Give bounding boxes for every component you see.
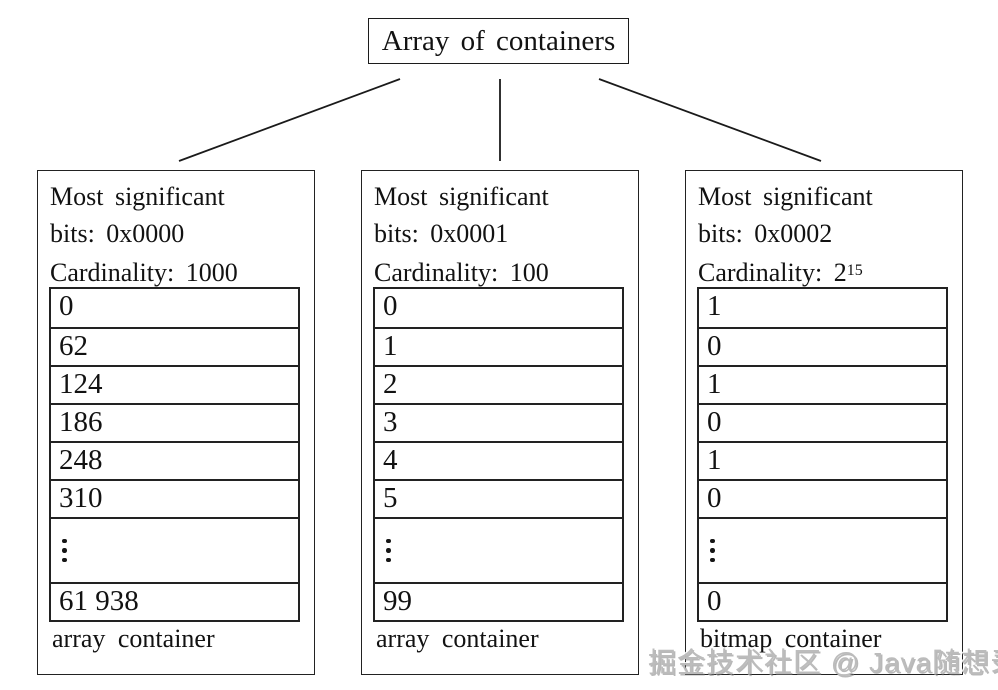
container-row: 0 — [699, 403, 946, 441]
container-row: 99 — [375, 582, 622, 620]
container-row: 0 — [699, 327, 946, 365]
container-row: 0 — [383, 290, 398, 322]
container-row — [375, 517, 622, 582]
container-row: 62 — [51, 327, 298, 365]
array-of-containers-box: Array of containers — [368, 18, 629, 64]
container-header: Most significant bits: 0x0000 Cardinalit… — [38, 171, 314, 291]
header-line-1: Most significant — [698, 182, 873, 211]
container-row: 1 — [707, 290, 722, 322]
ellipsis-dot — [710, 557, 715, 563]
header-line-2: bits: 0x0000 — [50, 219, 185, 248]
ellipsis-dot — [386, 538, 391, 544]
container-header: Most significant bits: 0x0001 Cardinalit… — [362, 171, 638, 291]
ellipsis-dot — [386, 548, 391, 553]
container-0x0001: Most significant bits: 0x0001 Cardinalit… — [361, 170, 639, 675]
vertical-ellipsis — [707, 538, 715, 563]
header-line-1: Most significant — [374, 182, 549, 211]
connector-left — [178, 78, 401, 162]
container-row: 0 — [699, 479, 946, 517]
ellipsis-dot — [386, 557, 391, 563]
header-line-2: bits: 0x0002 — [698, 219, 833, 248]
container-row: 248 — [51, 441, 298, 479]
container-type-label: array container — [52, 624, 215, 653]
container-0x0000: Most significant bits: 0x0000 Cardinalit… — [37, 170, 315, 675]
ellipsis-dot — [62, 557, 67, 563]
watermark-text: 掘金技术社区 @ Java随想录 — [648, 647, 998, 678]
container-row: 124 — [51, 365, 298, 403]
ellipsis-dot — [710, 548, 715, 553]
container-row: 186 — [51, 403, 298, 441]
cardinality-text: Cardinality: 1000 — [50, 258, 238, 287]
cardinality-line: Cardinality: 100 — [374, 252, 628, 291]
header-line-2: bits: 0x0001 — [374, 219, 509, 248]
container-row — [699, 517, 946, 582]
vertical-ellipsis — [383, 538, 391, 563]
cardinality-text: Cardinality: 100 — [374, 258, 549, 287]
array-of-containers-label: Array of containers — [381, 24, 616, 57]
cardinality-line: Cardinality: 1000 — [50, 252, 304, 291]
container-type-label: array container — [376, 624, 539, 653]
ellipsis-dot — [62, 538, 67, 544]
container-header: Most significant bits: 0x0002 Cardinalit… — [686, 171, 962, 291]
cardinality-text: Cardinality: 2 — [698, 258, 847, 287]
container-row: 61 938 — [51, 582, 298, 620]
vertical-ellipsis — [59, 538, 67, 563]
container-row: 5 — [375, 479, 622, 517]
container-row: 2 — [375, 365, 622, 403]
container-row: 4 — [375, 441, 622, 479]
cardinality-exponent: 15 — [846, 262, 863, 279]
container-row: 1 — [699, 365, 946, 403]
container-0x0002: Most significant bits: 0x0002 Cardinalit… — [685, 170, 963, 675]
container-row: 3 — [375, 403, 622, 441]
ellipsis-dot — [710, 538, 715, 544]
header-line-1: Most significant — [50, 182, 225, 211]
container-row — [51, 517, 298, 582]
container-row: 1 — [699, 441, 946, 479]
cardinality-line: Cardinality: 215 — [698, 252, 952, 291]
container-type-label: bitmap container — [700, 624, 882, 653]
container-row: 1 — [375, 327, 622, 365]
container-row: 0 — [59, 290, 74, 322]
container-row: 0 — [699, 582, 946, 620]
ellipsis-dot — [62, 548, 67, 553]
connector-right — [598, 78, 822, 162]
container-row: 310 — [51, 479, 298, 517]
